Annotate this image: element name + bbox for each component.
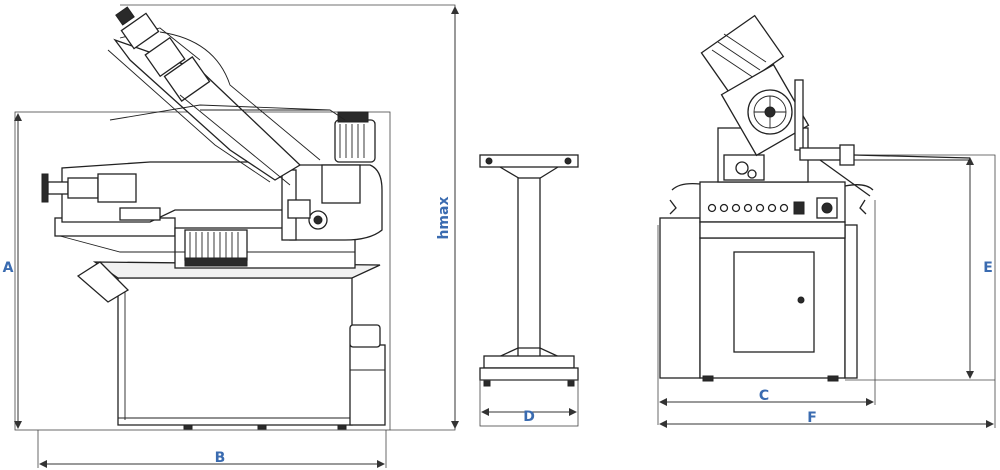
left-clamp	[671, 182, 701, 191]
door-handle	[797, 296, 805, 304]
chip-chute	[76, 261, 130, 303]
stand-top-plate	[479, 154, 579, 168]
stand-base	[483, 355, 575, 369]
vise	[184, 229, 248, 267]
coolant-unit	[349, 344, 386, 426]
side-view: A B hmax	[3, 4, 459, 468]
gearbox	[321, 164, 361, 204]
dimension-c-label: C	[759, 388, 769, 404]
dimension-e-label: E	[983, 260, 993, 276]
bar-support	[839, 144, 855, 166]
dimension-b-label: B	[215, 450, 226, 466]
dimension-a-label: A	[3, 260, 14, 276]
dimension-d-label: D	[523, 409, 535, 425]
front-view: C E F	[657, 14, 996, 428]
stand-view: D	[479, 154, 579, 427]
drive-motor	[334, 111, 376, 163]
dimension-f-label: F	[807, 410, 817, 426]
base-cabinet	[117, 277, 353, 426]
feed-handwheel	[41, 173, 49, 203]
control-panel	[707, 197, 838, 219]
dimension-hmax-label: hmax	[436, 196, 452, 239]
dimension-d-box	[479, 379, 579, 427]
front-motor-assembly	[700, 14, 810, 157]
right-clamp	[844, 184, 874, 191]
stand-column	[517, 177, 541, 361]
saw-arm-raised	[107, 6, 331, 183]
